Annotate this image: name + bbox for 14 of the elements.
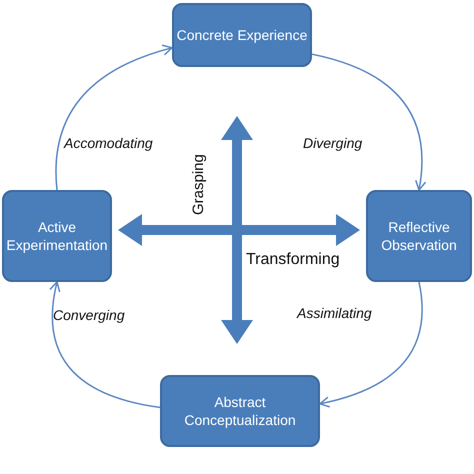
cycle-arrow	[312, 53, 426, 191]
stage-box: Abstract Conceptualization	[160, 375, 320, 447]
axis-label: Transforming	[246, 251, 340, 269]
learning-style-label: Assimilating	[297, 305, 372, 321]
learning-style-label: Diverging	[303, 135, 362, 151]
cycle-arrow	[319, 282, 423, 408]
stage-box: Active Experimentation	[2, 190, 112, 282]
cycle-arrow	[50, 281, 160, 408]
learning-style-label: Converging	[53, 307, 125, 323]
axis-label: Grasping	[190, 154, 207, 215]
learning-style-label: Accomodating	[64, 135, 153, 151]
cycle-arrow	[55, 44, 173, 190]
stage-box: Reflective Observation	[366, 190, 472, 282]
stage-box: Concrete Experience	[172, 3, 312, 67]
